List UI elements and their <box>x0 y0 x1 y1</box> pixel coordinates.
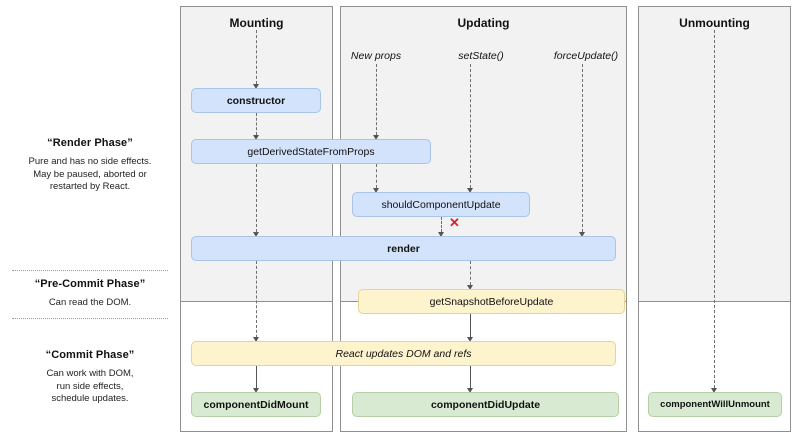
arrowhead-render-updating <box>437 232 444 237</box>
column-unmounting-header: Unmounting <box>679 16 750 30</box>
box-should-component-update[interactable]: shouldComponentUpdate <box>352 192 530 217</box>
phase-commit-description: Can work with DOM, run side effects, sch… <box>46 368 134 404</box>
connector-mounting-head <box>256 30 257 84</box>
column-updating: Updating <box>340 6 627 432</box>
arrowhead-scu-from-set-state <box>466 188 473 193</box>
phase-commit-title: “Commit Phase” <box>45 349 135 361</box>
connector-constructor-to-gdsfp <box>256 113 257 135</box>
phase-render: “Render Phase” Pure and has no side effe… <box>8 137 172 194</box>
box-render[interactable]: render <box>191 236 616 261</box>
box-react-updates-dom-and-refs[interactable]: React updates DOM and refs <box>191 341 616 366</box>
phase-commit: “Commit Phase” Can work with DOM, run si… <box>8 349 172 406</box>
abort-marker-icon: ✕ <box>449 215 460 230</box>
connector-updates-to-didupdate <box>470 366 471 388</box>
connector-set-state <box>470 64 471 188</box>
connector-force-update <box>582 64 583 232</box>
box-constructor[interactable]: constructor <box>191 88 321 113</box>
column-mounting-header: Mounting <box>229 16 284 30</box>
phase-render-description: Pure and has no side effects. May be pau… <box>28 156 152 192</box>
box-component-did-mount[interactable]: componentDidMount <box>191 392 321 417</box>
arrowhead-render-force-update <box>578 232 585 237</box>
phase-pre-commit-title: “Pre-Commit Phase” <box>34 278 146 290</box>
column-updating-header: Updating <box>457 16 510 30</box>
arrowhead-render-mounting <box>252 232 259 237</box>
divider-precommit-commit <box>12 318 168 319</box>
connector-unmounting <box>714 30 715 388</box>
connector-snapshot-to-updates <box>470 314 471 337</box>
connector-render-to-snapshot <box>470 261 471 285</box>
arrowhead-react-updates-updating <box>466 337 473 342</box>
trigger-force-update: forceUpdate() <box>553 50 619 62</box>
arrowhead-gdsfp-mounting <box>252 135 259 140</box>
connector-scu-to-render <box>441 217 442 232</box>
connector-updates-to-didmount <box>256 366 257 388</box>
box-component-will-unmount[interactable]: componentWillUnmount <box>648 392 782 417</box>
arrowhead-scu-from-gdsfp <box>372 188 379 193</box>
connector-gdsfp-to-scu <box>376 164 377 188</box>
arrowhead-gdsfp-updating <box>372 135 379 140</box>
arrowhead-get-snapshot <box>466 285 473 290</box>
arrowhead-component-did-update <box>466 388 473 393</box>
box-get-snapshot-before-update[interactable]: getSnapshotBeforeUpdate <box>358 289 625 314</box>
box-get-derived-state-from-props[interactable]: getDerivedStateFromProps <box>191 139 431 164</box>
trigger-new-props: New props <box>350 50 402 62</box>
arrowhead-component-will-unmount <box>710 388 717 393</box>
connector-gdsfp-to-render-mounting <box>256 164 257 232</box>
arrowhead-constructor <box>252 84 259 89</box>
phase-render-title: “Render Phase” <box>47 137 133 149</box>
phase-pre-commit: “Pre-Commit Phase” Can read the DOM. <box>8 278 172 310</box>
arrowhead-react-updates-mounting <box>252 337 259 342</box>
divider-render-precommit <box>12 270 168 271</box>
trigger-set-state: setState() <box>458 50 504 62</box>
connector-new-props <box>376 64 377 135</box>
phase-pre-commit-description: Can read the DOM. <box>48 297 132 308</box>
box-component-did-update[interactable]: componentDidUpdate <box>352 392 619 417</box>
arrowhead-component-did-mount <box>252 388 259 393</box>
connector-render-to-updates-mounting <box>256 261 257 387</box>
